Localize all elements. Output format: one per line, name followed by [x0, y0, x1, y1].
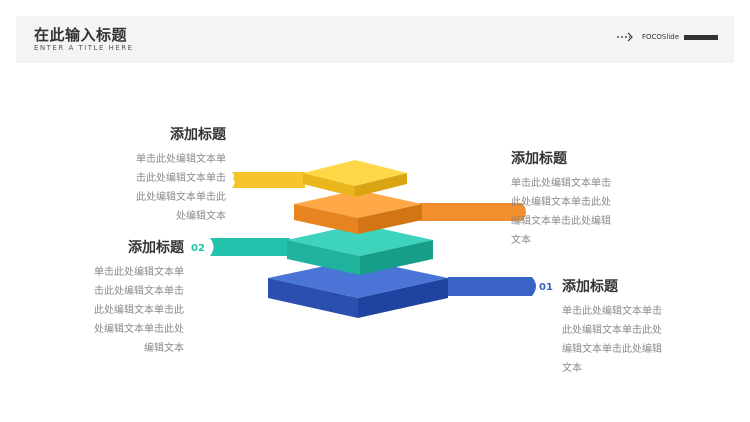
- page-subtitle: ENTER A TITLE HERE: [34, 44, 134, 52]
- brand-bar: [684, 35, 718, 40]
- text-block-04-body: 单击此处编辑文本单 击此处编辑文本单击 此处编辑文本单击此 处编辑文本: [136, 154, 226, 222]
- text-block-03-body: 单击此处编辑文本单击 此处编辑文本单击此处 编辑文本单击此处编辑 文本: [511, 178, 611, 246]
- brand-name: FOCOSlide: [642, 33, 680, 41]
- text-block-04: 添加标题 单击此处编辑文本单 击此处编辑文本单击 此处编辑文本单击此 处编辑文本: [26, 124, 226, 226]
- number-04: 04: [233, 174, 247, 185]
- number-01: 01: [539, 282, 553, 293]
- dotted-arrow-icon: [617, 32, 633, 42]
- layer-01: [268, 259, 536, 318]
- layer-03: [294, 190, 526, 234]
- layer-04-arm: [232, 172, 305, 188]
- page-title: 在此输入标题: [34, 26, 128, 44]
- layer-02-arm: [210, 238, 290, 256]
- text-block-01-title: 添加标题: [562, 279, 618, 295]
- layer-03-arm: [420, 203, 526, 221]
- text-block-02-title: 添加标题: [128, 240, 184, 256]
- layer-02: [210, 224, 433, 275]
- text-block-02: 添加标题 单击此处编辑文本单 击此处编辑文本单击 此处编辑文本单击此 处编辑文本…: [0, 237, 184, 358]
- header-bar: 在此输入标题 ENTER A TITLE HERE FOCOSlide: [16, 16, 734, 63]
- layer-04: [232, 160, 407, 197]
- text-block-04-title: 添加标题: [170, 127, 226, 143]
- text-block-02-body: 单击此处编辑文本单 击此处编辑文本单击 此处编辑文本单击此 处编辑文本单击此处 …: [94, 267, 184, 354]
- text-block-03-title: 添加标题: [511, 151, 567, 167]
- text-block-01: 添加标题 单击此处编辑文本单击 此处编辑文本单击此处 编辑文本单击此处编辑 文本: [562, 276, 750, 378]
- text-block-03: 添加标题 单击此处编辑文本单击 此处编辑文本单击此处 编辑文本单击此处编辑 文本: [511, 148, 711, 250]
- number-03: 03: [484, 207, 498, 218]
- text-block-01-body: 单击此处编辑文本单击 此处编辑文本单击此处 编辑文本单击此处编辑 文本: [562, 306, 662, 374]
- number-02: 02: [191, 243, 205, 254]
- layer-01-arm: [448, 277, 536, 296]
